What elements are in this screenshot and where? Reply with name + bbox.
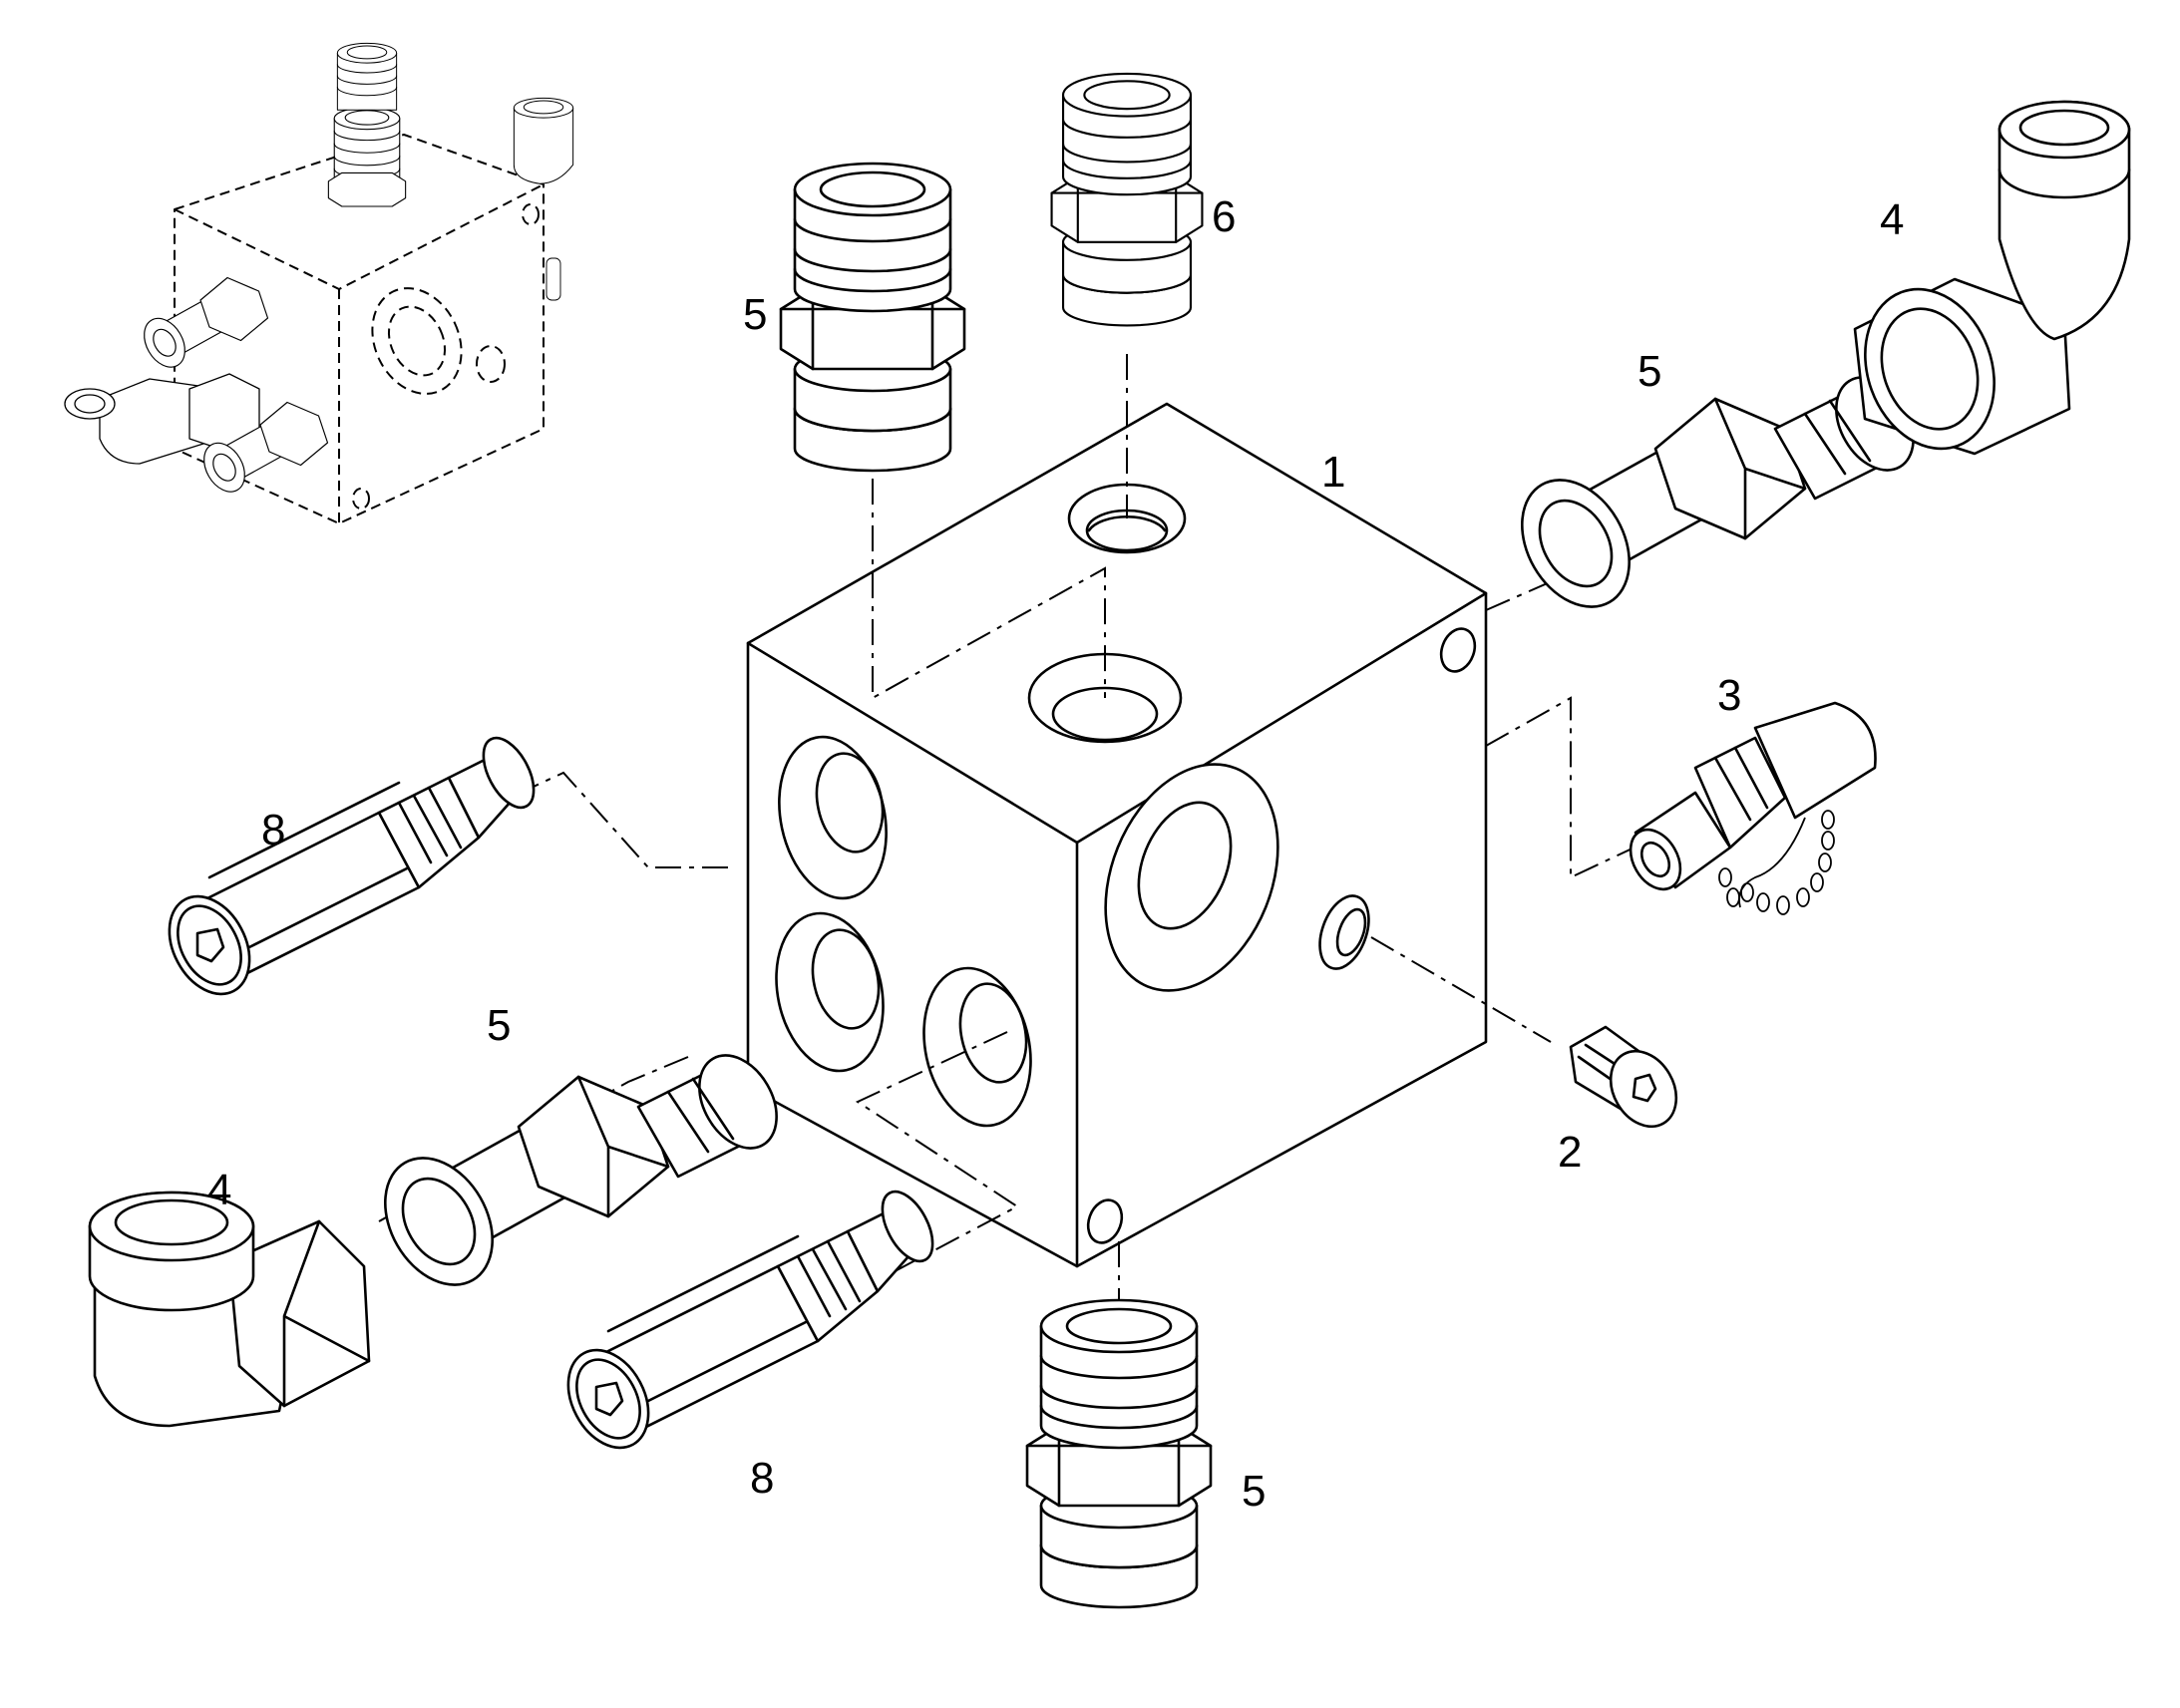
test-coupling-3 bbox=[1629, 701, 1877, 915]
left-face-port-lower-a bbox=[775, 911, 885, 1073]
assembled-view-ghost bbox=[64, 42, 574, 524]
callout-5-bottom: 5 bbox=[1242, 1467, 1266, 1516]
adapter-5-bottom bbox=[1025, 1298, 1213, 1609]
cartridge-8-lower bbox=[550, 1182, 944, 1464]
callout-4-lower: 4 bbox=[207, 1166, 231, 1214]
right-face-port-small bbox=[1318, 894, 1370, 970]
callout-3: 3 bbox=[1717, 671, 1741, 720]
callout-5-top-left: 5 bbox=[743, 290, 767, 339]
callout-2: 2 bbox=[1558, 1128, 1582, 1177]
callout-1: 1 bbox=[1321, 448, 1345, 497]
right-face-port-large bbox=[1104, 763, 1279, 992]
callout-5-right: 5 bbox=[1637, 347, 1661, 396]
callout-8-upper: 8 bbox=[261, 806, 285, 854]
callout-8-lower: 8 bbox=[750, 1454, 774, 1503]
elbow-4-lower bbox=[88, 1191, 371, 1428]
hydraulic-block bbox=[746, 402, 1488, 1268]
adapter-5-left bbox=[362, 1040, 794, 1306]
elbow-4-upper bbox=[1853, 100, 2131, 456]
plug-2 bbox=[1569, 1025, 1678, 1129]
callout-labels: 1 2 3 4 4 5 5 5 5 6 8 8 bbox=[207, 192, 1904, 1516]
cartridge-8-upper bbox=[152, 728, 545, 1010]
callout-6: 6 bbox=[1212, 192, 1236, 241]
left-face-port-upper bbox=[778, 735, 888, 900]
callout-4-upper: 4 bbox=[1880, 195, 1904, 244]
left-face-port-lower-b bbox=[922, 966, 1032, 1128]
adapter-5-top-left bbox=[779, 162, 966, 473]
adapter-6-top bbox=[1050, 72, 1204, 327]
chain-links-icon bbox=[1718, 810, 1835, 915]
callout-5-left: 5 bbox=[487, 1001, 511, 1050]
